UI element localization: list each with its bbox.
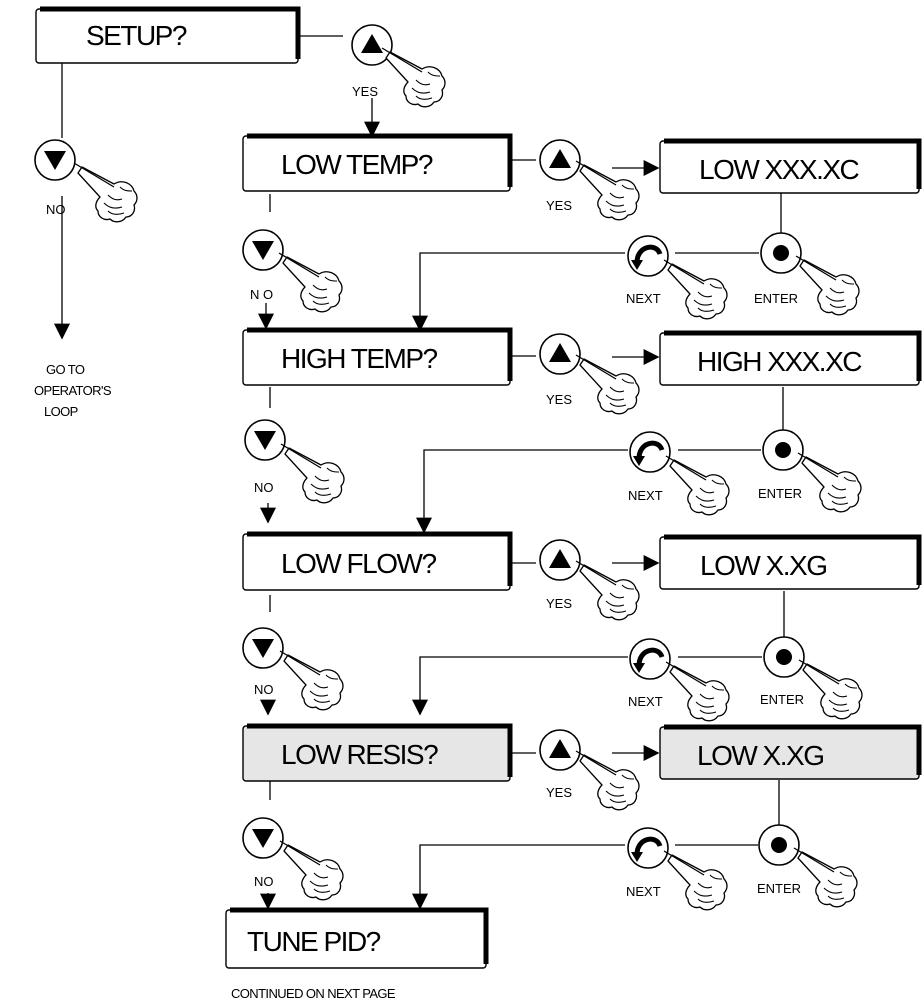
pointing-hand-icon bbox=[665, 455, 730, 516]
continued-note: CONTINUED ON NEXT PAGE bbox=[231, 986, 396, 1001]
dot-icon bbox=[760, 232, 802, 274]
display-low-temp: LOW TEMP? bbox=[242, 133, 513, 192]
label-next-low-resis: NEXT bbox=[626, 884, 661, 899]
down-triangle-icon bbox=[242, 627, 284, 669]
label-enter-low-temp: ENTER bbox=[754, 291, 798, 306]
label-no-high-temp: NO bbox=[254, 480, 274, 495]
next-button-low-temp[interactable] bbox=[628, 236, 728, 320]
label-enter-low-resis: ENTER bbox=[757, 881, 801, 896]
down-triangle-icon bbox=[242, 229, 284, 271]
pointing-hand-icon bbox=[279, 650, 344, 711]
display-high-temp-value: HIGH XXX.XC bbox=[659, 330, 922, 386]
goto-line-2: OPERATOR'S bbox=[34, 383, 112, 398]
pointing-hand-icon bbox=[798, 659, 863, 720]
display-high-temp-value-text: HIGH XXX.XC bbox=[697, 346, 862, 377]
display-setup-text: SETUP? bbox=[86, 20, 187, 51]
display-low-resis-text: LOW RESIS? bbox=[281, 739, 438, 770]
label-next-low-temp: NEXT bbox=[626, 291, 661, 306]
up-triangle-icon bbox=[539, 539, 581, 581]
display-low-temp-value-text: LOW XXX.XC bbox=[699, 154, 860, 185]
display-tune-pid-text: TUNE PID? bbox=[247, 926, 381, 957]
down-triangle-icon bbox=[244, 419, 286, 461]
display-high-temp-text: HIGH TEMP? bbox=[281, 343, 438, 374]
counterclockwise-arrow-icon bbox=[628, 828, 668, 868]
dot-icon bbox=[762, 429, 804, 471]
pointing-hand-icon bbox=[663, 259, 728, 320]
connectors bbox=[54, 35, 785, 910]
up-triangle-icon bbox=[539, 333, 581, 375]
display-low-flow: LOW FLOW? bbox=[242, 531, 513, 591]
pointing-hand-icon bbox=[381, 47, 446, 108]
label-yes-low-temp: YES bbox=[546, 198, 572, 213]
display-low-resis: LOW RESIS? bbox=[242, 723, 513, 782]
pointing-hand-icon bbox=[575, 560, 640, 621]
label-enter-low-flow: ENTER bbox=[760, 692, 804, 707]
pointing-hand-icon bbox=[793, 847, 858, 908]
up-triangle-icon bbox=[351, 24, 393, 66]
display-high-temp: HIGH TEMP? bbox=[242, 327, 513, 386]
label-no-low-flow: NO bbox=[254, 682, 274, 697]
down-triangle-icon bbox=[242, 817, 284, 859]
display-low-flow-value-text: LOW X.XG bbox=[700, 550, 826, 581]
display-low-temp-text: LOW TEMP? bbox=[281, 149, 433, 180]
counterclockwise-arrow-icon bbox=[628, 236, 668, 276]
label-no-low-temp: N O bbox=[250, 287, 273, 302]
up-triangle-icon bbox=[539, 729, 581, 771]
display-low-resis-value: LOW X.XG bbox=[659, 724, 922, 780]
label-yes-high-temp: YES bbox=[546, 392, 572, 407]
pointing-hand-icon bbox=[278, 252, 343, 313]
goto-line-1: GO TO bbox=[46, 362, 85, 377]
label-next-low-flow: NEXT bbox=[628, 694, 663, 709]
label-no-low-resis: NO bbox=[254, 874, 274, 889]
pointing-hand-icon bbox=[665, 661, 730, 722]
pointing-hand-icon bbox=[280, 443, 345, 504]
goto-line-3: LOOP bbox=[44, 404, 78, 419]
pointing-hand-icon bbox=[279, 840, 344, 901]
goto-operators-loop-note: GO TO OPERATOR'S LOOP bbox=[34, 362, 112, 419]
label-no-setup: NO bbox=[46, 202, 66, 217]
down-button-low-flow[interactable] bbox=[242, 627, 344, 711]
pointing-hand-icon bbox=[575, 750, 640, 811]
counterclockwise-arrow-icon bbox=[630, 432, 670, 472]
display-low-temp-value: LOW XXX.XC bbox=[659, 138, 922, 194]
display-low-resis-value-text: LOW X.XG bbox=[697, 740, 823, 771]
down-triangle-icon bbox=[34, 139, 76, 181]
label-next-high-temp: NEXT bbox=[628, 488, 663, 503]
pointing-hand-icon bbox=[795, 255, 860, 316]
display-setup: SETUP? bbox=[35, 6, 301, 64]
display-tune-pid: TUNE PID? bbox=[225, 907, 489, 969]
label-yes-low-flow: YES bbox=[546, 596, 572, 611]
up-triangle-icon bbox=[539, 139, 581, 181]
label-enter-high-temp: ENTER bbox=[758, 486, 802, 501]
display-low-flow-value: LOW X.XG bbox=[659, 534, 922, 590]
label-yes-low-resis: YES bbox=[546, 785, 572, 800]
dot-icon bbox=[758, 824, 800, 866]
pointing-hand-icon bbox=[663, 850, 728, 911]
counterclockwise-arrow-icon bbox=[630, 639, 670, 679]
pointing-hand-icon bbox=[575, 160, 640, 221]
pointing-hand-icon bbox=[797, 452, 862, 513]
display-low-flow-text: LOW FLOW? bbox=[281, 548, 436, 579]
pointing-hand-icon bbox=[575, 354, 640, 415]
label-yes-setup: YES bbox=[352, 84, 378, 99]
pointing-hand-icon bbox=[73, 162, 138, 223]
dot-icon bbox=[763, 636, 805, 678]
